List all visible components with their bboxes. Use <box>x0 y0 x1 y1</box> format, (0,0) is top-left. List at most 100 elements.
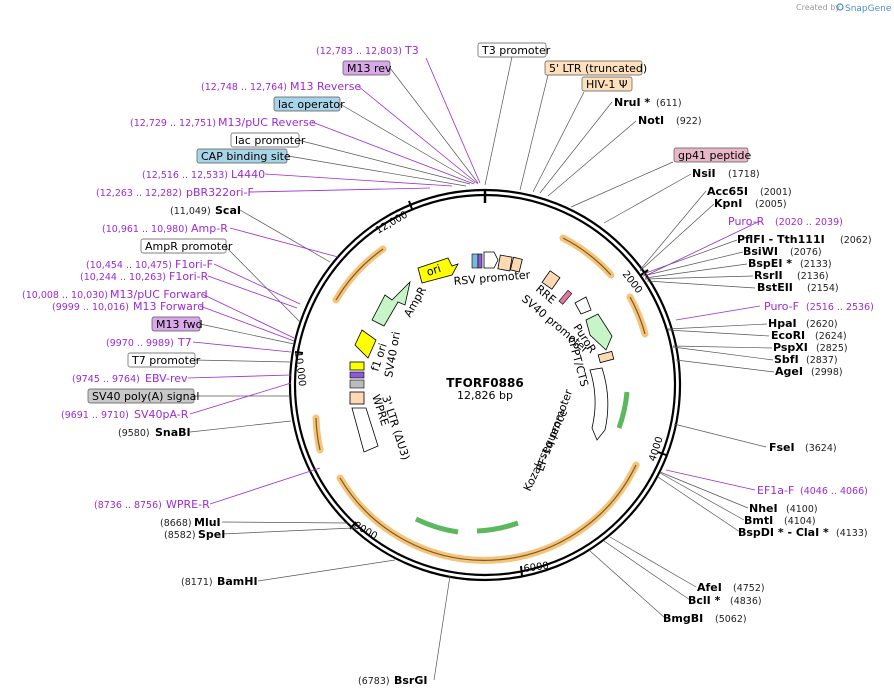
green-orfs <box>414 391 630 535</box>
primer-pos: (9691 .. 9710) <box>61 410 129 421</box>
leader-bsteii <box>646 280 756 289</box>
enzyme-name: SpeI <box>198 528 225 541</box>
m13fwd-box <box>151 316 201 332</box>
enzyme-name: BspEI * <box>748 257 792 270</box>
enzyme-name: HpaI <box>768 317 797 330</box>
m13rev-label: M13 rev <box>347 62 392 75</box>
tick-2000 <box>640 269 649 276</box>
leader-puro-r <box>644 220 761 277</box>
primer-name: pBR322ori-F <box>186 186 254 199</box>
rsv-promoter-feature <box>483 251 499 269</box>
leader-ecori <box>667 329 770 337</box>
orf-arc-5 <box>332 245 387 304</box>
enzyme-name: RsrII <box>754 269 783 282</box>
leader-nsii <box>603 173 692 224</box>
tick-4000 <box>657 451 667 456</box>
leader-lines <box>189 51 775 681</box>
primer-pos: (10,454 .. 10,475) <box>86 260 172 271</box>
leader-f1ori-f <box>213 263 301 305</box>
ampr-feature <box>371 280 411 327</box>
enzyme-pos: (1718) <box>728 169 760 180</box>
enzyme-pos: (611) <box>656 98 682 109</box>
primer-name: Amp-R <box>191 222 228 235</box>
primer-pos: (12,748 .. 12,764) <box>201 82 287 93</box>
enzyme-name: BspDI * - ClaI * <box>738 526 829 539</box>
orf-arc-lines <box>315 237 646 561</box>
t7-promoter-box <box>127 352 196 368</box>
primer-pos: (12,783 .. 12,803) <box>316 46 402 57</box>
tick-6000 <box>520 565 523 577</box>
leader-f1ori-r <box>207 275 298 309</box>
orf-line-2 <box>629 296 646 335</box>
leader-gp41 <box>570 161 674 208</box>
leader-l4440 <box>264 173 453 187</box>
sv40-ori-label: SV40 ori <box>382 331 403 379</box>
primer-pos: (10,961 .. 10,980) <box>102 224 188 235</box>
primer-name: T3 <box>404 44 419 57</box>
leader-lac-operator <box>339 103 476 184</box>
leader-hpai <box>667 323 768 330</box>
ori-feature <box>417 257 459 284</box>
tick-12000 <box>408 200 413 210</box>
f1-ori-feature <box>354 329 377 359</box>
enzyme-name: NsiI <box>692 167 716 180</box>
leader-scai <box>239 209 331 263</box>
primer-pos: (9999 .. 10,016) <box>52 302 129 313</box>
wpre-feature <box>351 407 379 453</box>
enzyme-labels-left: (11,049) ScaI (9580) SnaBI (8668) MluI (… <box>118 204 258 588</box>
leader-spei <box>221 527 354 535</box>
sv40-ori-feature <box>349 361 365 371</box>
leader-ampr-promoter <box>224 245 301 323</box>
enzyme-name: MluI <box>194 516 221 529</box>
hiv-psi-label: HIV-1 Ψ <box>586 78 628 91</box>
leader-bspei <box>644 263 748 279</box>
primer-labels-right: Puro-R (2020 .. 2039) Puro-F (2516 .. 25… <box>728 215 874 497</box>
leader-claI <box>657 476 741 533</box>
primer-pos: (10,008 .. 10,030) <box>22 290 108 301</box>
green-orf-1 <box>616 391 630 429</box>
leader-snabi <box>189 420 292 433</box>
primer-name: F1ori-R <box>169 270 209 283</box>
enzyme-pos: (2133) <box>800 259 832 270</box>
primer-pos: (9745 .. 9764) <box>72 374 140 385</box>
primer-leader-lines <box>187 57 761 505</box>
enzyme-name: FseI <box>769 441 795 454</box>
enzyme-pos: (2136) <box>797 271 829 282</box>
leader-m13-forward <box>199 305 295 342</box>
primer-name: L4440 <box>231 168 265 181</box>
lac-promoter-label: lac promoter <box>235 134 306 147</box>
leader-wpre-r <box>209 467 321 505</box>
primer-pos: (2516 .. 2536) <box>806 302 874 313</box>
enzyme-name: BamHI <box>217 575 258 588</box>
m13fwd-label: M13 fwd <box>156 318 203 331</box>
enzyme-labels-right: NruI * (611) NotI (922) NsiI (1718) Acc6… <box>358 96 872 687</box>
enzyme-name: PspXI <box>773 341 808 354</box>
enzyme-pos: (4100) <box>786 504 818 515</box>
leader-ltr5 <box>519 74 549 191</box>
primer-pos: (10,244 .. 10,263) <box>80 272 166 283</box>
primer-pos: (12,516 .. 12,533) <box>142 170 228 181</box>
leader-bamhi <box>257 559 396 582</box>
plasmid-length: 12,826 bp <box>457 389 513 402</box>
enzyme-pos: (5062) <box>715 614 747 625</box>
enzyme-name: BclI * <box>688 594 721 607</box>
enzyme-pos: (8171) <box>181 577 213 588</box>
lac-operator-box <box>273 96 341 112</box>
green-orf-2 <box>414 516 459 535</box>
leader-noti <box>547 120 637 197</box>
enzyme-name: KpnI <box>714 197 742 210</box>
gp41-label: gp41 peptide <box>678 149 752 162</box>
primer-pos: (12,263 .. 12,282) <box>96 188 182 199</box>
rre-feature <box>541 270 561 290</box>
snapgene-logo-icon <box>836 3 844 11</box>
enzyme-pos: (3624) <box>805 443 837 454</box>
leader-pflfi <box>642 239 738 275</box>
lac-feature <box>477 253 483 269</box>
enzyme-name: NheI <box>749 502 778 515</box>
leader-m13puc-reverse <box>311 121 475 185</box>
enzyme-name: BsrGI <box>394 674 427 687</box>
sv40-promoter-feature <box>574 296 592 315</box>
enzyme-name: ScaI <box>215 204 241 217</box>
ltr5-box <box>544 60 643 76</box>
